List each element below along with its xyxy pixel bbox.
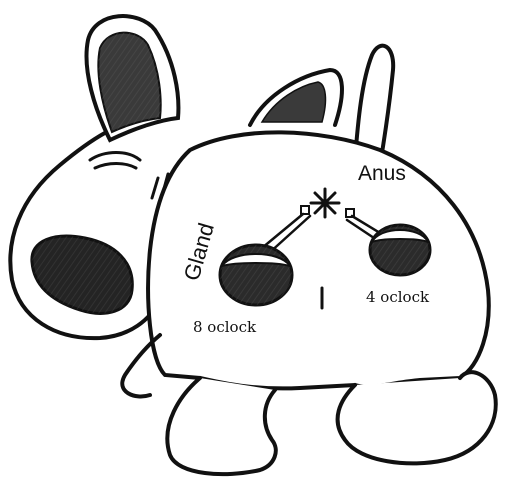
nose-highlight (32, 236, 132, 313)
anus-label: Anus (358, 162, 406, 185)
right-gland-position-label: 4 oclock (366, 288, 430, 306)
anus-marker (311, 189, 339, 217)
left-gland-position-label: 8 oclock (193, 318, 257, 336)
right-ear-shading (262, 82, 325, 122)
eye-icon (90, 153, 140, 169)
left-hind-leg (167, 378, 275, 474)
left-anal-gland (220, 245, 292, 305)
right-anal-gland (370, 225, 430, 275)
left-duct-opening (301, 206, 309, 214)
right-hind-leg (338, 372, 496, 463)
